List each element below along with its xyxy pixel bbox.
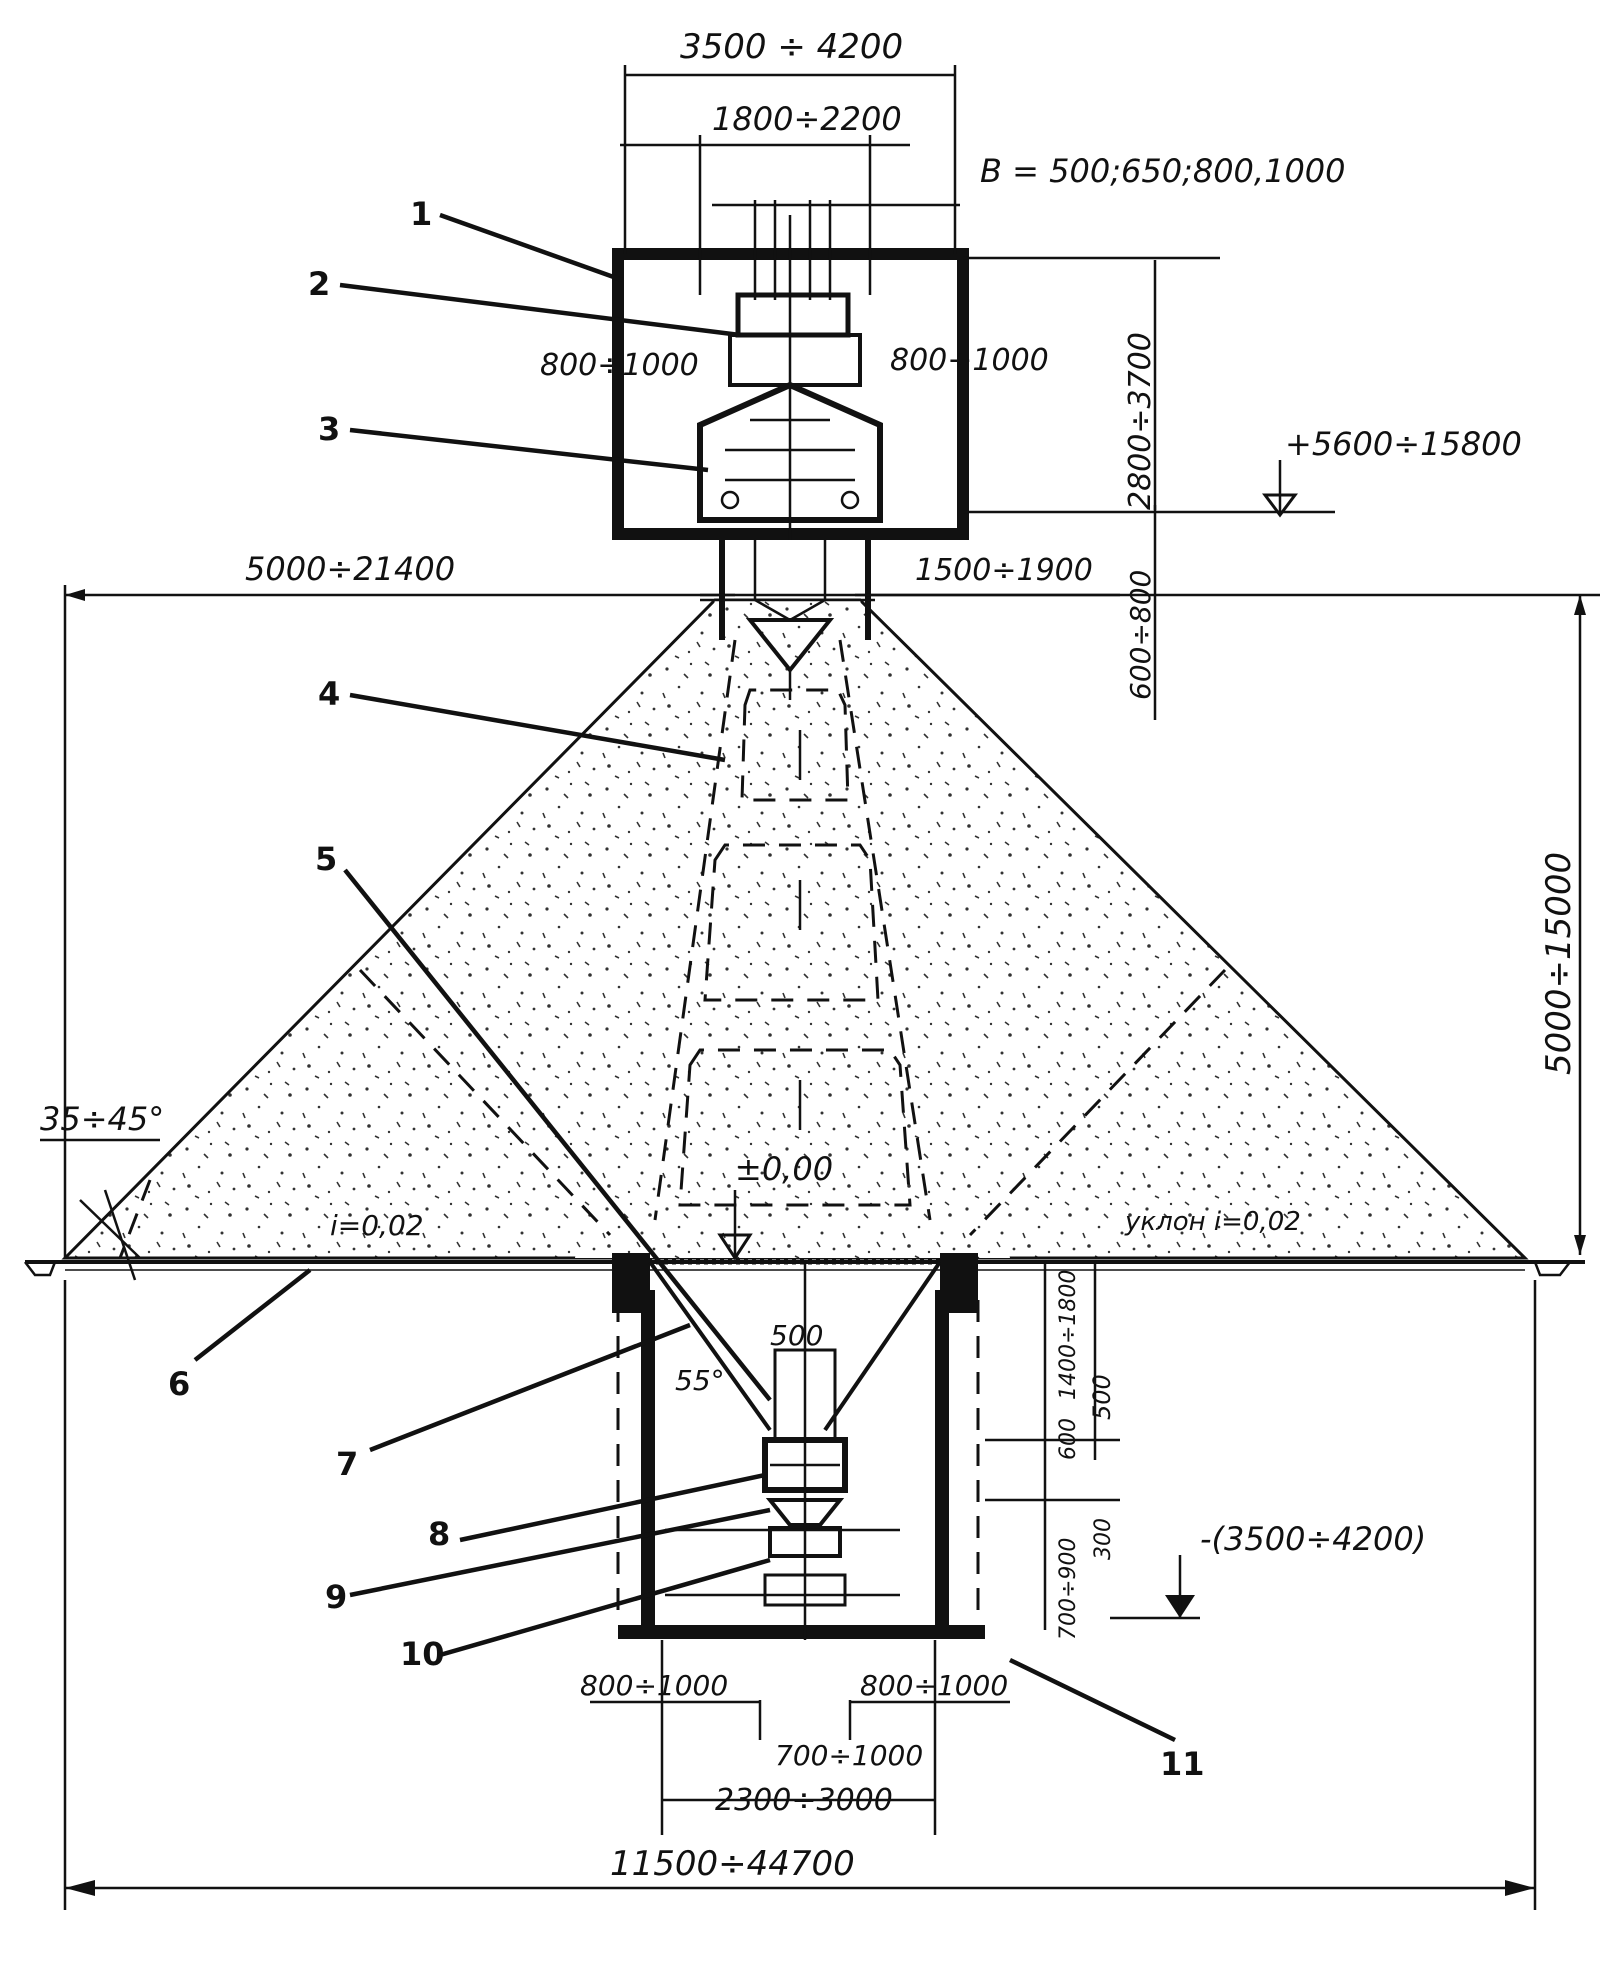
callout-2: 2 — [308, 265, 330, 303]
dim-top-width: 3500 ÷ 4200 — [680, 27, 903, 67]
dim-tunnel-bottom: -(3500÷4200) — [1200, 1520, 1426, 1558]
dim-pile-height: 5000÷15000 — [1539, 852, 1579, 1075]
dim-slope-left: i=0,02 — [330, 1209, 424, 1242]
tripper-car — [697, 200, 883, 540]
dim-gallery-elevation: +5600÷15800 — [1285, 425, 1522, 463]
callout-leaders — [193, 212, 1176, 1743]
callout-9: 9 — [325, 1578, 347, 1616]
dim-conveyor-frame: 1800÷2200 — [712, 100, 902, 138]
callout-11: 11 — [1160, 1745, 1205, 1783]
dim-tunnel-right-gap: 800÷1000 — [860, 1669, 1008, 1702]
dim-zero-level: ±0,00 — [735, 1150, 833, 1188]
callout-5: 5 — [315, 840, 337, 878]
callout-1: 1 — [410, 195, 432, 233]
dim-tunnel-left-gap: 800÷1000 — [580, 1669, 728, 1702]
stockpile — [61, 598, 1529, 1260]
callout-4: 4 — [318, 675, 340, 713]
dimension-lines — [40, 65, 1600, 1910]
dimension-labels: 3500 ÷ 4200 1800÷2200 B = 500;650;800,10… — [40, 27, 1579, 1884]
reclaim-tunnel — [612, 1253, 985, 1640]
dim-hopper-opening: 500 — [770, 1319, 823, 1352]
dim-gallery-left-gap: 800÷1000 — [540, 348, 699, 383]
dim-support-height: 600÷800 — [1124, 570, 1157, 700]
dim-gallery-height: 2800÷3700 — [1123, 332, 1158, 510]
dim-conveyor-width: 700÷1000 — [775, 1739, 923, 1772]
dim-repose-angle: 35÷45° — [40, 1100, 164, 1138]
elevation-markers — [717, 460, 1298, 1620]
support-column — [700, 534, 875, 700]
dim-feeder-height: 600 — [1056, 1418, 1081, 1460]
arrowheads — [65, 589, 1586, 1896]
dim-gallery-right-gap: 800÷1000 — [890, 343, 1049, 378]
callout-10: 10 — [400, 1635, 445, 1673]
dim-support-width: 1500÷1900 — [915, 553, 1093, 588]
dim-total-width: 11500÷44700 — [610, 1844, 855, 1884]
callout-numbers: 1 2 3 4 5 6 7 8 9 10 11 — [168, 195, 1205, 1783]
dim-feeder-gap: 500 — [1088, 1374, 1116, 1420]
dim-pile-half-width: 5000÷21400 — [245, 550, 455, 588]
dim-conveyor-gap: 300 — [1091, 1518, 1116, 1560]
dim-hopper-angle: 55° — [675, 1364, 725, 1397]
callout-8: 8 — [428, 1515, 450, 1553]
dim-belt-width: B = 500;650;800,1000 — [980, 152, 1346, 190]
dim-tunnel-inner-width: 2300÷3000 — [715, 1783, 893, 1818]
callout-3: 3 — [318, 410, 340, 448]
dim-slope-right: уклон i=0,02 — [1124, 1207, 1301, 1237]
callout-7: 7 — [336, 1445, 358, 1483]
dim-tunnel-floor-gap: 700÷900 — [1056, 1538, 1081, 1640]
dim-tunnel-top-depth: 1400÷1800 — [1056, 1270, 1081, 1400]
callout-6: 6 — [168, 1365, 190, 1403]
